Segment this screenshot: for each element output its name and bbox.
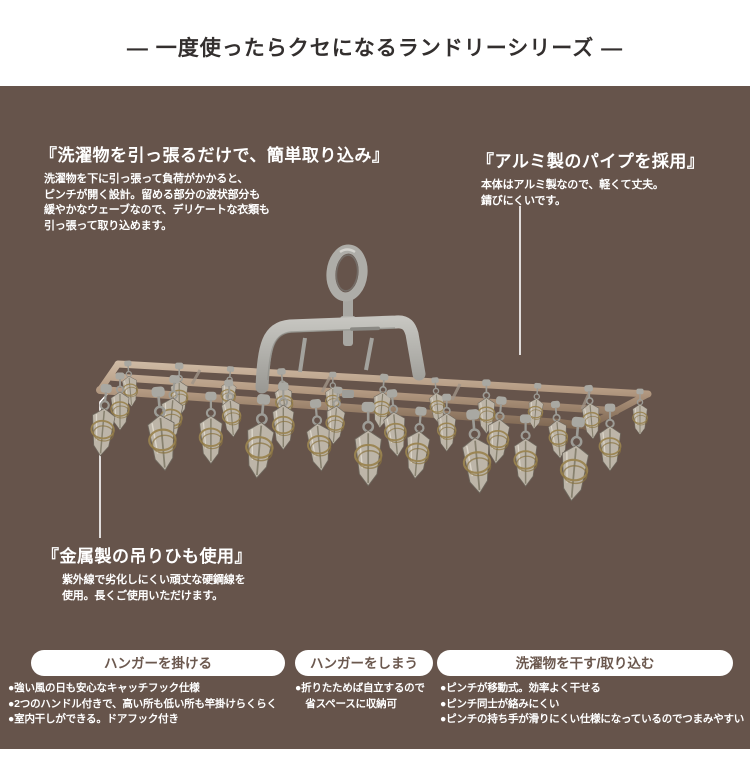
feature-bullet: 省スペースに収納可 — [295, 697, 397, 710]
feature-bullet: ●室内干しができる。ドアフック付き — [8, 713, 179, 725]
feature-bullet: ●強い風の日も安心なキャッチフック仕様 — [8, 682, 200, 694]
header-band: ― 一度使ったらクセになるランドリーシリーズ ― — [0, 0, 750, 86]
callout-line: 使用。長くご使用いただけます。 — [62, 589, 223, 602]
feature-heading-store: ハンガーをしまう — [295, 650, 433, 676]
callout-line: 緩やかなウェーブなので、デリケートな衣類も — [44, 204, 270, 216]
page-title: ― 一度使ったらクセになるランドリーシリーズ ― — [126, 37, 624, 60]
callout-body: 洗濯物を下に引っ張って負荷がかかると、 ピンチが開く設計。留める部分の波状部分も… — [44, 172, 389, 234]
callout-line: 錆びにくいです。 — [481, 194, 566, 207]
feature-bullet: ●ピンチ同士が絡みにくい — [440, 697, 560, 710]
callout-body: 紫外線で劣化しにくい頑丈な硬鋼線を 使用。長くご使用いただけます。 — [62, 573, 252, 604]
feature-bullet: ●折りたためば自立するので — [295, 682, 425, 694]
callout-title: 『アルミ製のパイプを採用』 — [477, 152, 705, 171]
callout-title: 『洗濯物を引っ張るだけで、簡単取り込み』 — [40, 146, 390, 165]
callout-metal-wire: 『金属製の吊りひも使用』 紫外線で劣化しにくい頑丈な硬鋼線を 使用。長くご使用い… — [42, 542, 252, 604]
feature-bullets-store: ●折りたためば自立するので 省スペースに収納可 — [295, 681, 425, 712]
callout-easy-removal: 『洗濯物を引っ張るだけで、簡単取り込み』 洗濯物を下に引っ張って負荷がかかると、… — [40, 141, 389, 234]
callout-aluminum-pipe: 『アルミ製のパイプを採用』 本体はアルミ製なので、軽くて丈夫。 錆びにくいです。 — [477, 147, 704, 209]
callout-line: 引っ張って取り込めます。 — [44, 219, 172, 232]
callout-line: 本体はアルミ製なので、軽くて丈夫。 — [481, 179, 664, 191]
callout-line: 紫外線で劣化しにくい頑丈な硬鋼線を — [62, 574, 246, 586]
feature-bullet: ●2つのハンドル付きで、高い所も低い所も竿掛けらくらく — [8, 697, 277, 710]
feature-bullets-dry: ●ピンチが移動式。効率よく干せる ●ピンチ同士が絡みにくい ●ピンチの持ち手が滑… — [440, 681, 744, 728]
feature-heading-dry: 洗濯物を干す/取り込む — [437, 650, 733, 676]
feature-heading-hang: ハンガーを掛ける — [31, 650, 285, 676]
callout-line: ピンチが開く設計。留める部分の波状部分も — [44, 188, 260, 201]
feature-bullet: ●ピンチの持ち手が滑りにくい仕様になっているのでつまみやすい — [440, 713, 745, 725]
callout-body: 本体はアルミ製なので、軽くて丈夫。 錆びにくいです。 — [481, 178, 704, 209]
feature-bullet: ●ピンチが移動式。効率よく干せる — [440, 682, 601, 694]
callout-line: 洗濯物を下に引っ張って負荷がかかると、 — [44, 173, 249, 185]
feature-bullets-hang: ●強い風の日も安心なキャッチフック仕様 ●2つのハンドル付きで、高い所も低い所も… — [8, 681, 277, 728]
callout-title: 『金属製の吊りひも使用』 — [42, 547, 252, 566]
